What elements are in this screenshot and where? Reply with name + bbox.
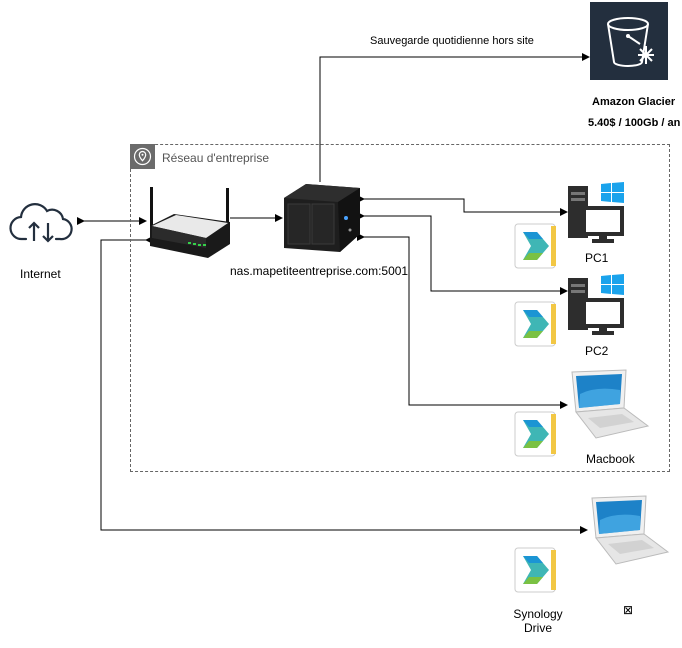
windows-pc-icon <box>566 274 628 336</box>
internet-label: Internet <box>20 267 61 281</box>
nas-address-label: nas.mapetiteentreprise.com:5001 <box>230 264 409 278</box>
glacier-price-label: 5.40$ / 100Gb / an <box>588 117 681 129</box>
group-title: Réseau d'entreprise <box>162 151 270 165</box>
synology-drive-icon <box>513 546 559 594</box>
laptop-icon <box>586 494 670 566</box>
wifi-router-icon <box>146 186 232 258</box>
router-remote-laptop-link <box>100 236 588 534</box>
location-pin-icon <box>130 144 155 169</box>
cloud-upload-icon <box>8 197 74 247</box>
synology-drive-icon <box>513 222 559 270</box>
missing-image-glyph: ⊠ <box>623 603 634 617</box>
enterprise-network-group <box>130 144 670 472</box>
macbook-label: Macbook <box>586 452 635 466</box>
pc1-label: PC1 <box>585 251 609 265</box>
synology-drive-label: Synology Drive <box>513 607 563 635</box>
synology-drive-icon <box>513 410 559 458</box>
laptop-icon <box>566 368 650 440</box>
synology-drive-icon <box>513 300 559 348</box>
backup-link-label: Sauvegarde quotidienne hors site <box>370 35 534 47</box>
pc2-label: PC2 <box>585 344 609 358</box>
glacier-name-label: Amazon Glacier <box>592 96 676 108</box>
windows-pc-icon <box>566 182 628 244</box>
glacier-bucket-icon <box>590 2 668 80</box>
nas-glacier-link <box>319 53 590 182</box>
nas-server-icon <box>282 182 362 254</box>
